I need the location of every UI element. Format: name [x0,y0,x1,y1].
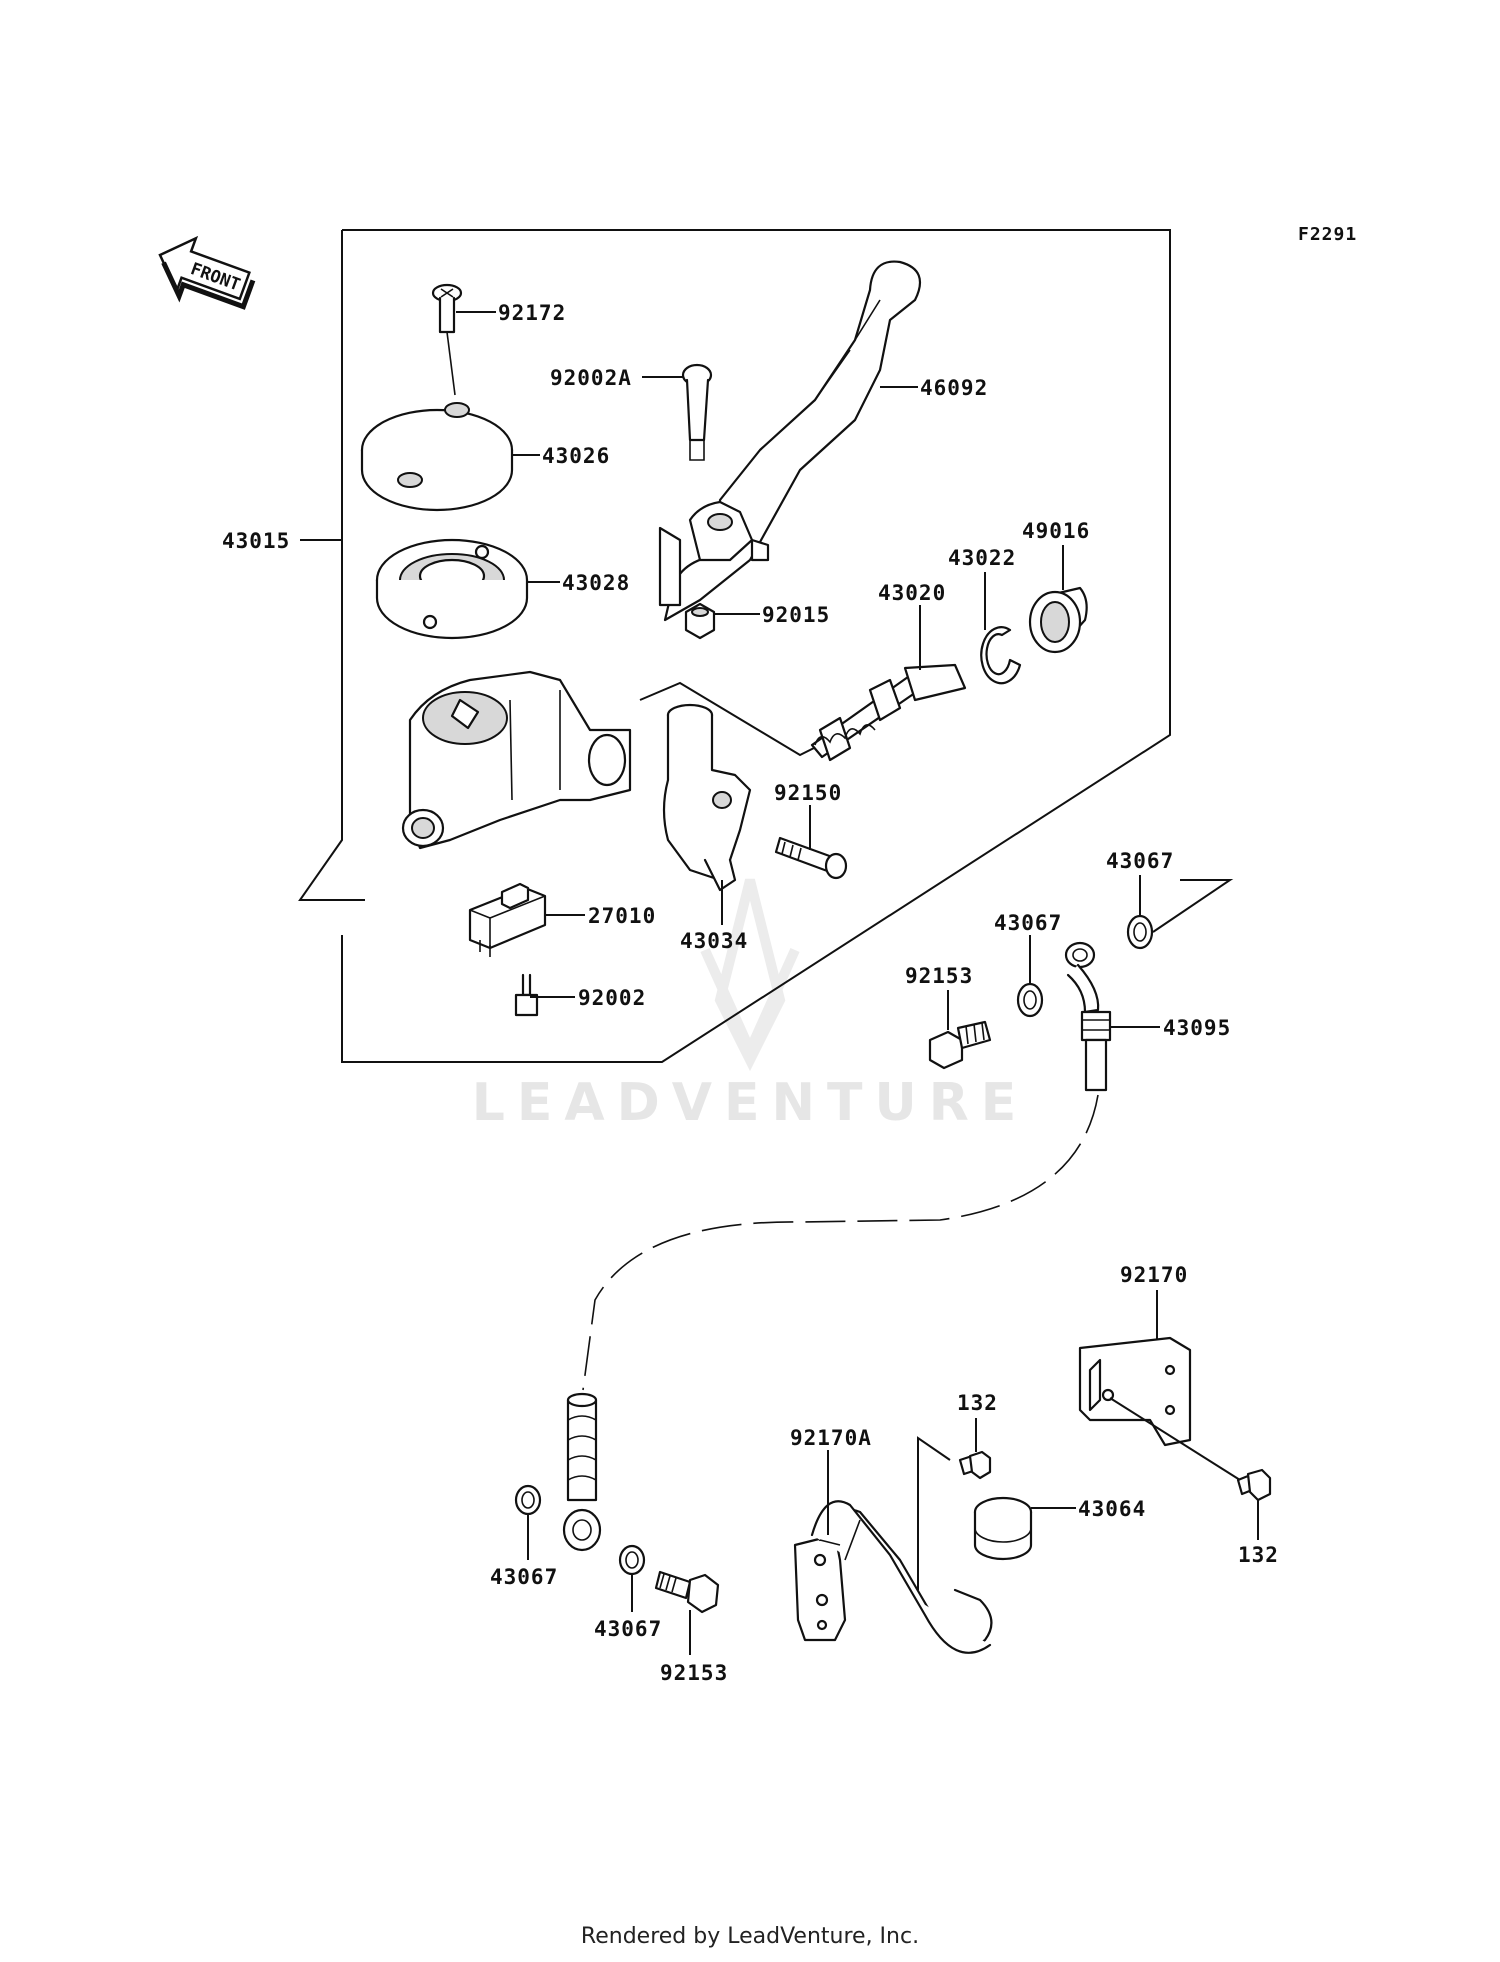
label-43064: 43064 [1078,1497,1146,1521]
label-43067-upper: 43067 [994,911,1062,935]
diagram-code: F2291 [1298,224,1357,245]
assembly-outline [341,229,1171,1063]
label-92153-upper: 92153 [905,964,973,988]
pivot-bolt-92002A [681,363,713,461]
label-132-right: 132 [1238,1543,1279,1567]
front-arrow-icon: FRONT [158,235,256,310]
clamp-43034 [662,703,752,892]
washer-43067-upper-right [1126,914,1154,950]
watermark-text: LEADVENTURE [472,1073,1029,1133]
label-92153-lower: 92153 [660,1661,728,1685]
washer-43067-lower-left [514,1484,542,1516]
washer-43067-upper [1016,982,1044,1018]
label-43095: 43095 [1163,1016,1231,1040]
label-43067-lower-left: 43067 [490,1565,558,1589]
circlip-43022 [980,626,1022,685]
label-49016: 49016 [1022,519,1090,543]
label-46092: 46092 [920,376,988,400]
grommet-43064 [973,1496,1033,1561]
label-43026: 43026 [542,444,610,468]
footer-credit: Rendered by LeadVenture, Inc. [580,1924,920,1949]
brake-hose-43095 [1064,941,1112,1092]
master-cylinder-43015 [401,670,632,850]
label-132-upper: 132 [957,1391,998,1415]
hose-dashed-line [582,1094,1099,1391]
piston-43020 [810,663,967,762]
bolt-132-upper [958,1450,992,1480]
label-27010: 27010 [588,904,656,928]
bracket-92170A [793,1500,993,1654]
washer-43067-lower [618,1544,646,1576]
label-43015: 43015 [222,529,290,553]
hose-lower-fitting [562,1392,602,1552]
label-92002A: 92002A [550,366,632,390]
bracket-92170 [1078,1336,1192,1447]
label-92172: 92172 [498,301,566,325]
screw-92172 [431,283,463,396]
reservoir-cap-43026 [360,402,514,512]
banjo-bolt-92153-upper [928,1020,992,1070]
banjo-bolt-92153-lower [654,1570,720,1614]
label-92002: 92002 [578,986,646,1010]
label-43028: 43028 [562,571,630,595]
watermark: LEADVENTURE [472,878,1029,1133]
label-43034: 43034 [680,929,748,953]
diaphragm-43028 [375,538,529,640]
label-92170A: 92170A [790,1426,872,1450]
label-43067-lower: 43067 [594,1617,662,1641]
label-92150: 92150 [774,781,842,805]
boot-49016 [1028,586,1088,654]
label-43022: 43022 [948,546,1016,570]
brake-lever-46092 [658,260,922,622]
bolt-132-right [1236,1468,1272,1502]
label-92170: 92170 [1120,1263,1188,1287]
label-92015: 92015 [762,603,830,627]
nut-92015 [684,602,716,640]
leader-lines [300,311,1259,1655]
bolt-92150 [774,836,848,880]
label-43067-upper-right: 43067 [1106,849,1174,873]
part-labels: 92172 92002A 46092 43026 43015 43028 920… [222,301,1279,1685]
screw-92002 [514,973,539,1017]
switch-27010 [468,882,547,957]
label-43020: 43020 [878,581,946,605]
